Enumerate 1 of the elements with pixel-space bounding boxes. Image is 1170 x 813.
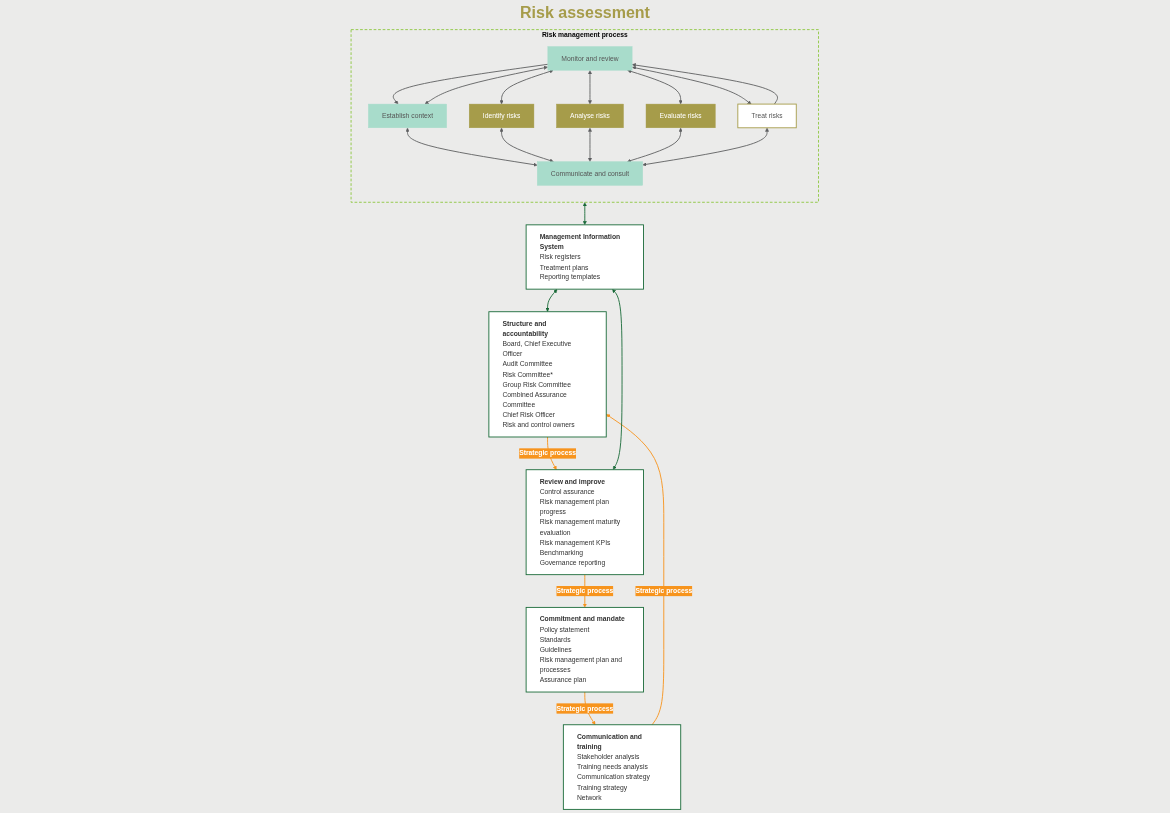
- section-label: Risk assessment: [520, 4, 650, 21]
